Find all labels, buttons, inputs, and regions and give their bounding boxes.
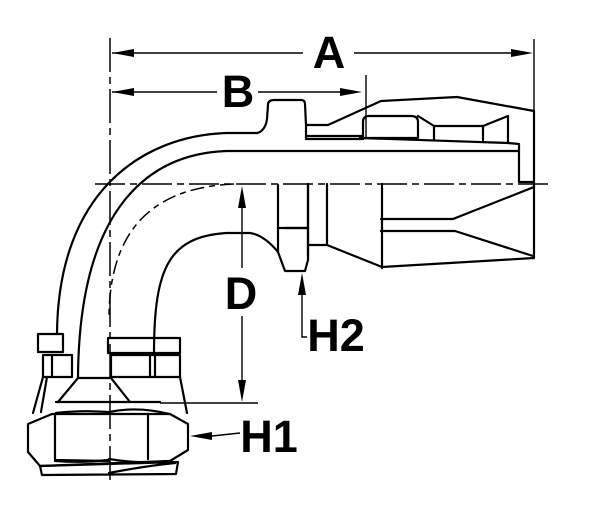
dimension-a: A — [112, 27, 535, 186]
label-mask — [218, 71, 258, 111]
bend-centerline — [108, 183, 235, 317]
arrowhead-left-icon — [190, 432, 212, 440]
dimension-label-d: D — [225, 268, 258, 319]
seat-flare — [54, 376, 162, 404]
arrowhead-left-icon — [112, 49, 134, 57]
nut-skirt — [38, 460, 180, 477]
elbow-inner-bottom-curve — [152, 231, 280, 355]
swivel-hex-nut — [26, 412, 190, 468]
callout-label-h1: H1 — [240, 411, 298, 462]
dimension-d: D — [160, 186, 258, 404]
leader-line-h1 — [211, 432, 241, 437]
dimension-label-a: A — [313, 27, 346, 78]
callout-h2: H2 — [298, 273, 365, 361]
nut-taper — [31, 375, 189, 415]
socket-left-chamfer — [283, 182, 384, 269]
socket-bore-funnel — [379, 185, 536, 258]
dimension-label-b: B — [222, 66, 255, 117]
socket-top-profile — [255, 95, 536, 260]
crimp-band — [361, 114, 420, 140]
swivel-band-left — [41, 353, 74, 379]
socket-hex-chamfer — [416, 114, 510, 145]
nipple-collar-lines — [304, 123, 365, 141]
fitting-outline — [26, 95, 536, 477]
arrowhead-down-icon — [238, 380, 246, 402]
socket-inner-step — [358, 136, 536, 184]
flange-left — [36, 332, 65, 354]
socket-bottom-profile — [380, 182, 536, 270]
arrowhead-right-icon — [511, 49, 533, 57]
swivel-band-right — [109, 353, 182, 379]
elbow-outer-curve — [55, 131, 228, 336]
elbow-inner-top-curve — [76, 149, 228, 380]
arrowhead-up-icon — [298, 273, 306, 295]
centerlines — [95, 38, 548, 485]
hex-flat-edges — [53, 412, 150, 463]
arrowhead-up-icon — [238, 186, 246, 208]
dimension-b: B — [112, 66, 367, 139]
flange-right — [106, 336, 182, 355]
label-mask — [308, 32, 350, 72]
callout-label-h2: H2 — [307, 310, 365, 361]
nipple-hex — [276, 183, 310, 273]
arrowhead-left-icon — [112, 88, 134, 96]
arrowhead-right-icon — [340, 88, 362, 96]
hex-chamfer-arcs — [54, 408, 171, 464]
callout-h1: H1 — [190, 411, 298, 462]
leader-line-h2 — [301, 295, 307, 338]
